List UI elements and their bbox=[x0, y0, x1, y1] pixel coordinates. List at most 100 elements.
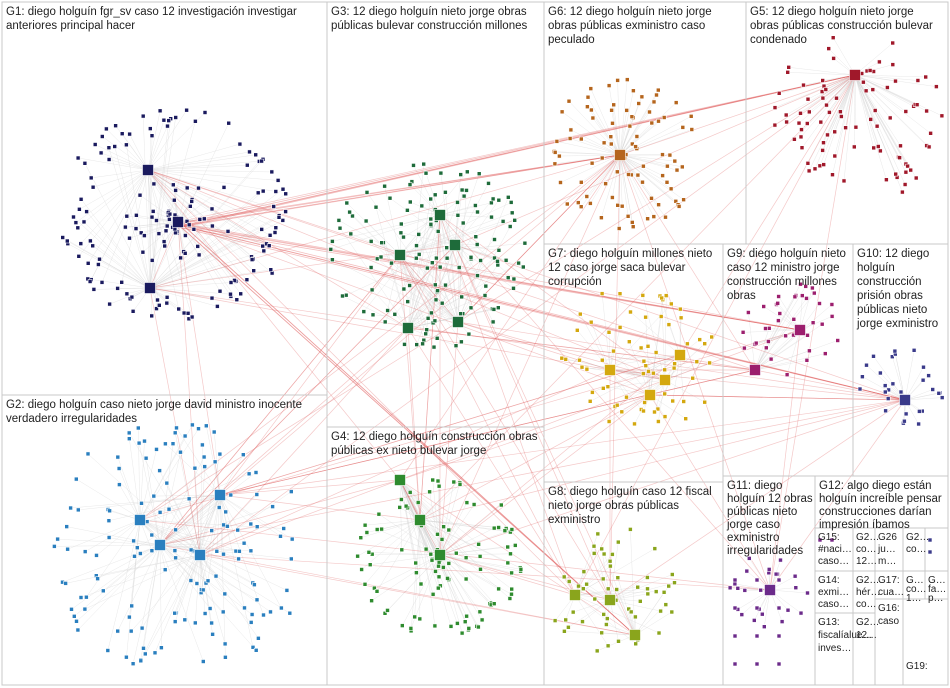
graph-node bbox=[518, 566, 524, 572]
graph-edge bbox=[199, 554, 204, 590]
graph-edge bbox=[149, 287, 906, 401]
graph-node bbox=[645, 343, 651, 349]
graph-edge bbox=[439, 214, 448, 259]
graph-node bbox=[605, 643, 611, 649]
graph-edge bbox=[619, 129, 692, 156]
graph-node bbox=[130, 308, 136, 314]
graph-edge bbox=[577, 330, 611, 371]
graph-node bbox=[792, 137, 797, 142]
graph-node bbox=[272, 230, 278, 235]
graph-edge bbox=[147, 169, 237, 300]
graph-edge bbox=[73, 216, 151, 289]
graph-node bbox=[260, 243, 266, 249]
graph-edge bbox=[854, 74, 874, 148]
graph-node bbox=[666, 322, 672, 327]
graph-edge bbox=[86, 211, 151, 289]
graph-node bbox=[507, 224, 513, 229]
graph-node bbox=[407, 199, 413, 205]
label-g16: G16:caso bbox=[878, 603, 900, 627]
graph-edge bbox=[78, 157, 149, 171]
graph-edge bbox=[147, 169, 576, 596]
graph-node bbox=[732, 633, 738, 639]
graph-node bbox=[271, 204, 277, 209]
graph-node bbox=[564, 201, 570, 207]
graph-node bbox=[702, 399, 708, 405]
graph-node bbox=[603, 181, 608, 186]
graph-node bbox=[261, 248, 267, 254]
graph-edge bbox=[181, 154, 621, 227]
graph-node bbox=[777, 311, 783, 316]
graph-node bbox=[864, 362, 869, 368]
graph-edge bbox=[763, 306, 801, 331]
graph-node bbox=[382, 319, 388, 325]
graph-node bbox=[196, 252, 202, 258]
graph-node bbox=[81, 219, 87, 225]
graph-node bbox=[363, 218, 369, 224]
graph-node bbox=[663, 602, 669, 607]
graph-edge bbox=[608, 332, 611, 371]
graph-edge bbox=[219, 494, 281, 537]
graph-node bbox=[587, 398, 593, 404]
graph-node bbox=[343, 292, 349, 298]
graph-edge bbox=[407, 200, 500, 329]
graph-edge bbox=[216, 494, 221, 552]
graph-edge bbox=[219, 399, 906, 496]
graph-node bbox=[606, 329, 612, 335]
graph-edge bbox=[199, 554, 255, 585]
graph-node bbox=[746, 556, 752, 561]
graph-node bbox=[173, 230, 178, 236]
graph-node bbox=[502, 528, 508, 534]
graph-node bbox=[458, 311, 464, 317]
graph-node bbox=[601, 140, 607, 146]
graph-node bbox=[825, 132, 830, 138]
graph-node bbox=[149, 548, 155, 554]
graph-node bbox=[201, 659, 206, 664]
graph-node bbox=[566, 579, 572, 584]
graph-node bbox=[210, 631, 215, 637]
graph-node bbox=[337, 225, 343, 231]
graph-edge bbox=[609, 369, 906, 401]
graph-node bbox=[830, 35, 836, 41]
graph-edge bbox=[177, 221, 201, 556]
graph-edge bbox=[199, 444, 203, 556]
graph-edge bbox=[419, 519, 499, 528]
graph-node bbox=[374, 588, 380, 594]
graph-node bbox=[580, 586, 586, 592]
graph-node bbox=[883, 408, 888, 414]
graph-node bbox=[185, 310, 191, 316]
graph-node bbox=[100, 134, 105, 139]
graph-edge bbox=[147, 169, 263, 247]
graph-node bbox=[402, 342, 407, 347]
graph-edge bbox=[153, 494, 221, 497]
graph-edge bbox=[370, 554, 441, 565]
graph-node bbox=[157, 468, 162, 473]
graph-node bbox=[898, 389, 904, 395]
graph-node bbox=[439, 537, 445, 542]
graph-node bbox=[468, 255, 474, 260]
graph-node bbox=[591, 551, 597, 556]
graph-node bbox=[435, 229, 441, 234]
graph-node bbox=[382, 183, 387, 189]
graph-node bbox=[478, 258, 483, 263]
graph-edge bbox=[409, 285, 459, 323]
graph-edge bbox=[139, 441, 145, 521]
graph-node bbox=[628, 609, 634, 615]
graph-node bbox=[608, 141, 614, 147]
graph-edge bbox=[80, 199, 151, 289]
graph-edge bbox=[399, 221, 504, 256]
graph-edge bbox=[147, 160, 262, 171]
graph-node bbox=[223, 509, 228, 515]
graph-node bbox=[428, 551, 434, 557]
graph-node bbox=[73, 220, 79, 225]
graph-node bbox=[898, 143, 903, 149]
graph-edge bbox=[93, 287, 151, 290]
graph-node bbox=[629, 141, 635, 147]
graph-edge bbox=[439, 527, 495, 556]
graph-edge bbox=[199, 327, 409, 556]
graph-edge bbox=[619, 90, 634, 156]
graph-edge bbox=[426, 214, 441, 330]
graph-node bbox=[72, 613, 77, 619]
graph-node bbox=[509, 586, 515, 592]
graph-edge bbox=[619, 154, 680, 207]
